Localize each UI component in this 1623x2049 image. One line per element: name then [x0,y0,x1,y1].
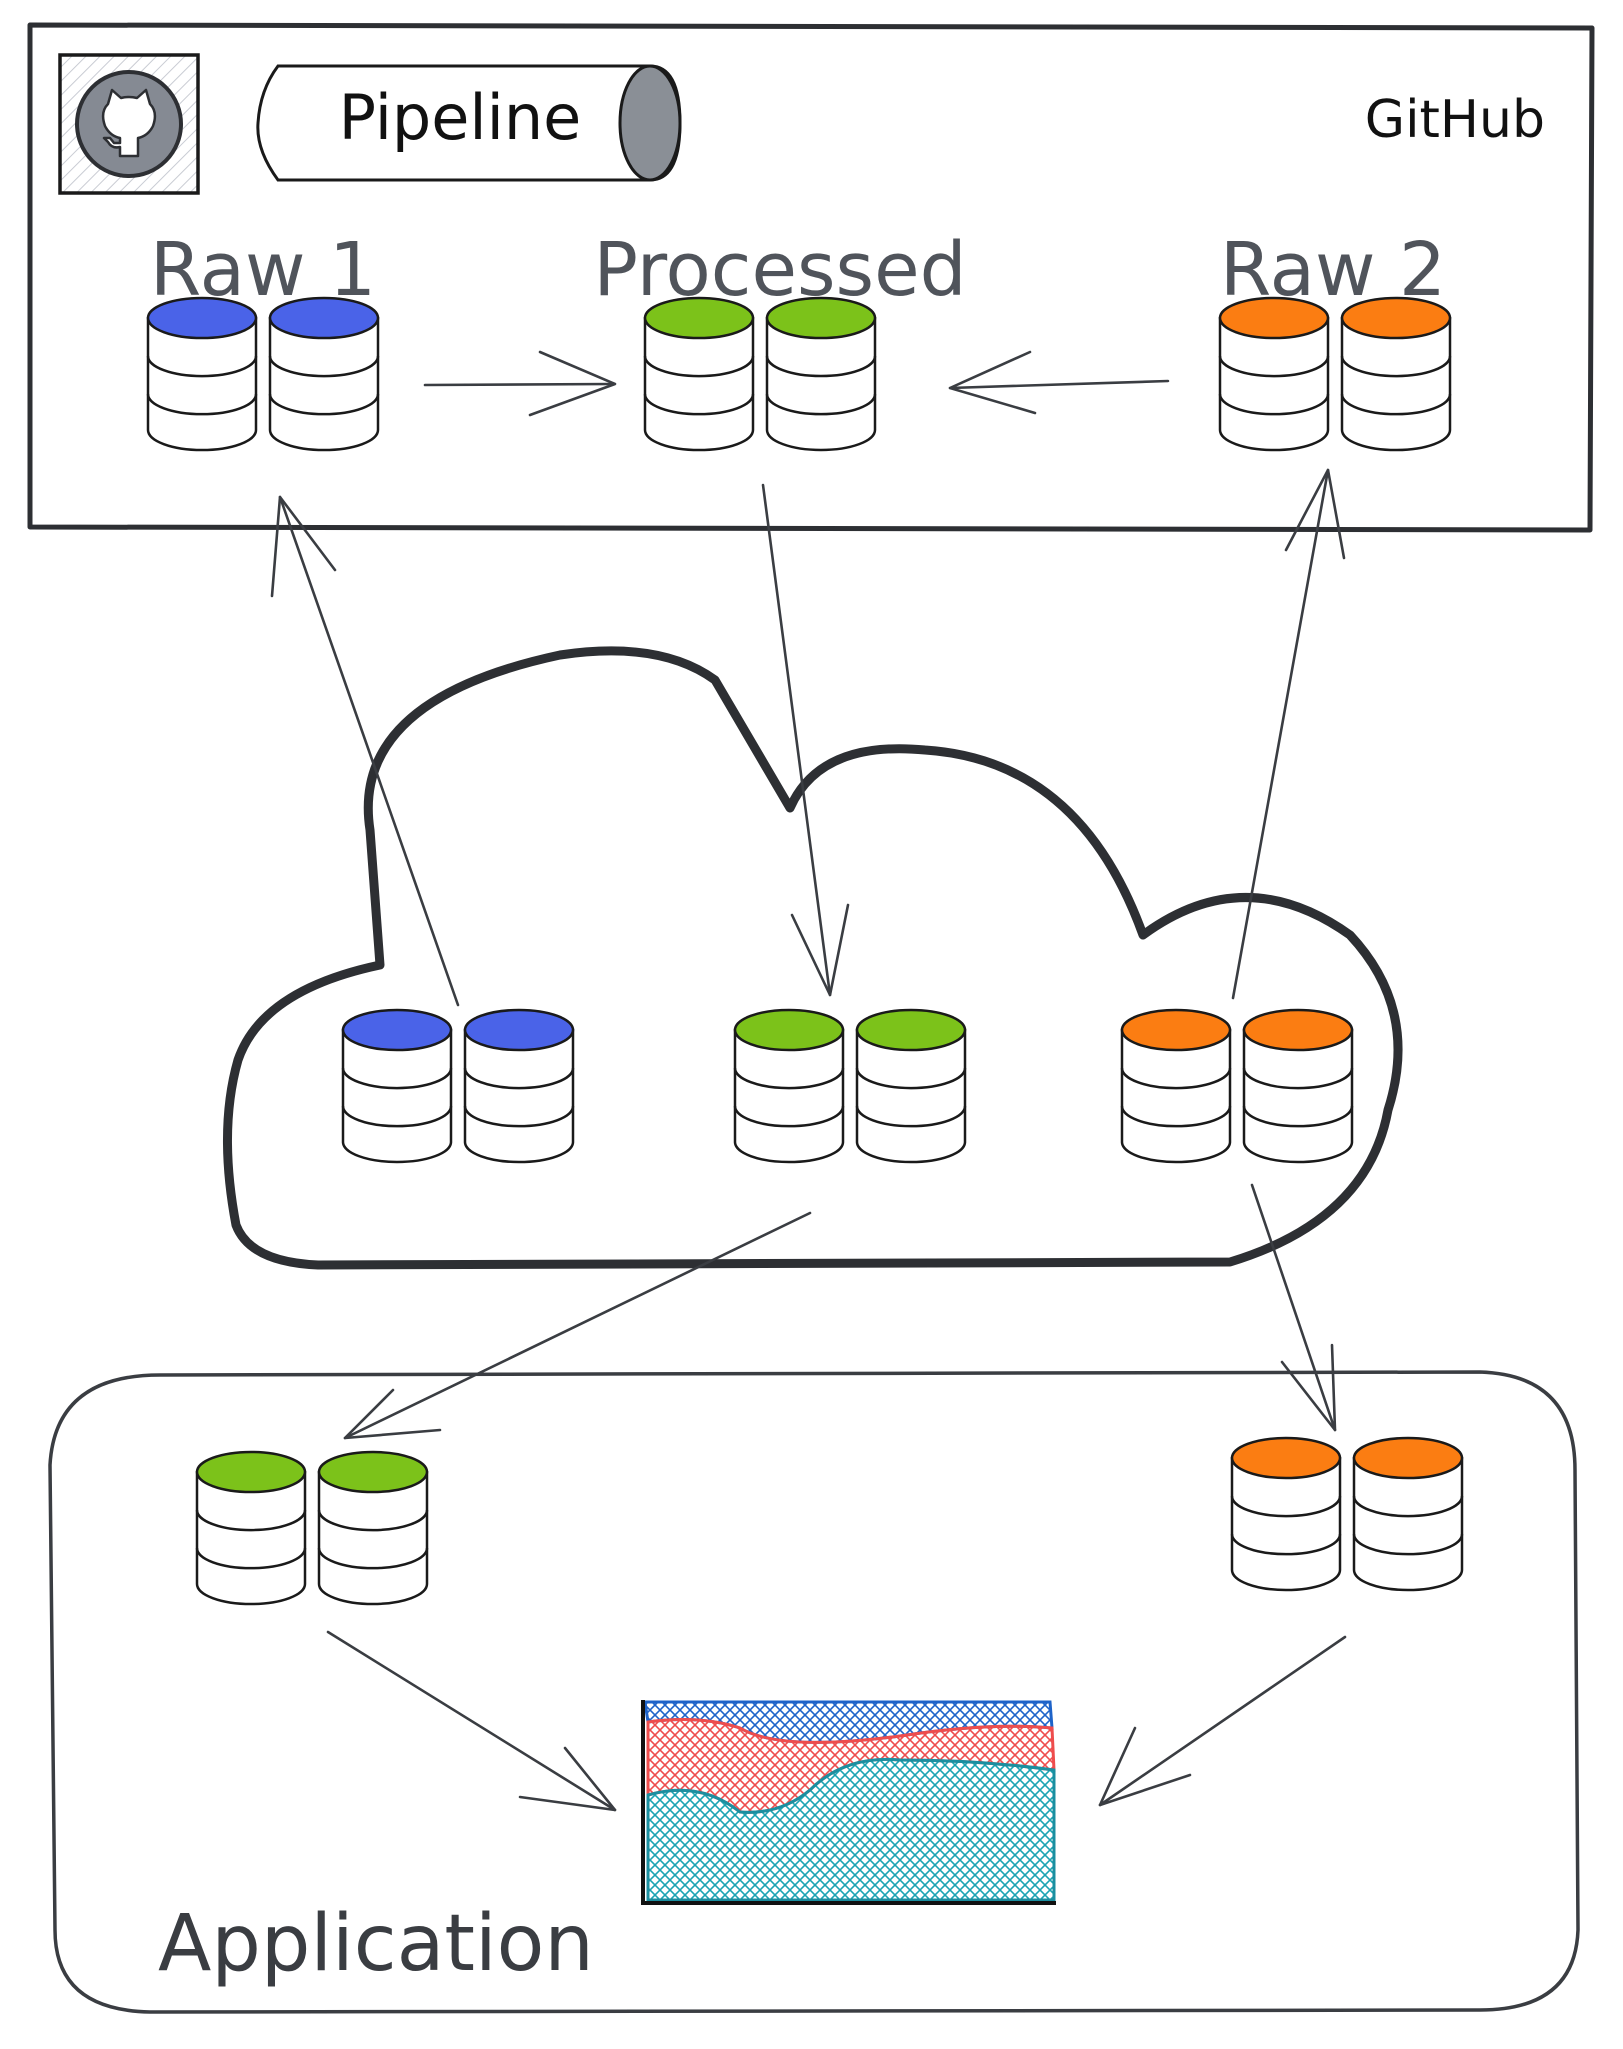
pipeline-label: Pipeline [339,81,582,154]
db-github-raw2 [1218,296,1452,452]
db-github-processed [643,296,877,452]
arrow-cloud-processed-to-app [343,1211,812,1440]
db-cloud-raw2 [1120,1008,1354,1164]
database-cylinder-icon [733,1008,845,1164]
github-label: GitHub [1365,90,1545,150]
flow-arrows [270,350,1347,1812]
database-cylinder-icon [855,1008,967,1164]
github-container [27,22,1595,533]
database-cylinder-icon [341,1008,453,1164]
application-container [48,1370,1580,2014]
db-cloud-processed [733,1008,967,1164]
database-cylinder-icon [463,1008,575,1164]
db-app-raw2 [1230,1436,1464,1592]
github-logo-tile [58,53,200,195]
chart-area-teal [646,1757,1056,1902]
database-cylinder-icon [1340,296,1452,452]
cloud-storage [222,646,1403,1270]
arrow-app-processed-to-chart [326,1630,617,1812]
arrow-github-processed-to-cloud [761,483,850,997]
database-cylinder-icon [195,1450,307,1606]
arrow-raw1-to-processed [423,350,617,417]
database-cylinder-icon [1218,296,1330,452]
database-cylinder-icon [1242,1008,1354,1164]
chart-frame [641,1700,1056,1905]
db-cloud-raw1 [341,1008,575,1164]
database-cylinder-icon [268,296,380,452]
dataset-title-processed: Processed [593,227,966,313]
arrow-raw2-to-processed [948,350,1170,415]
arrow-cloud-raw1-to-github-raw1 [270,495,460,1007]
database-cylinder-icon [1352,1436,1464,1592]
database-cylinder-icon [1230,1436,1342,1592]
pipeline-badge: Pipeline [256,64,682,182]
application-label: Application [158,1899,594,1989]
application-area-chart [641,1700,1056,1905]
database-cylinder-icon [146,296,258,452]
database-cylinder-icon [643,296,755,452]
db-github-raw1 [146,296,380,452]
arrow-app-raw2-to-chart [1098,1635,1347,1807]
database-cylinder-icon [1120,1008,1232,1164]
db-app-processed [195,1450,429,1606]
arrow-cloud-raw2-to-app [1250,1183,1337,1432]
github-octocat-icon [75,70,183,178]
database-cylinder-icon [765,296,877,452]
database-cylinder-icon [317,1450,429,1606]
arrow-cloud-raw2-to-github-raw2 [1231,468,1346,1000]
